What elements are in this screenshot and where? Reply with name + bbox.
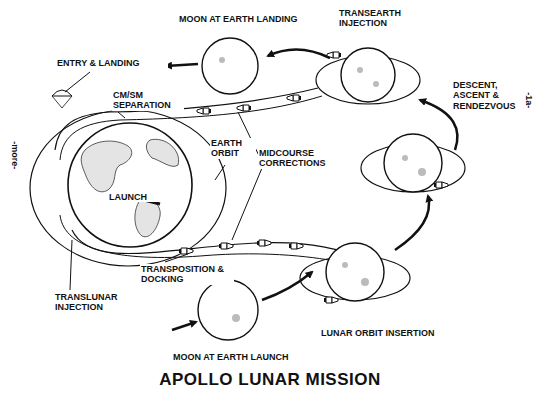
phase-label: CM/SM SEPARATION bbox=[112, 90, 184, 111]
phase-label: TRANSPOSITION & DOCKING bbox=[140, 264, 234, 285]
phase-label: EARTH ORBIT bbox=[210, 138, 256, 159]
phase-label: LAUNCH bbox=[108, 192, 160, 202]
phase-label: ENTRY & LANDING bbox=[56, 58, 168, 68]
phase-label: MIDCOURSE CORRECTIONS bbox=[258, 148, 342, 169]
page-marker: -1a- bbox=[524, 79, 534, 121]
phase-label: MOON AT EARTH LANDING bbox=[178, 14, 310, 24]
phase-label: DESCENT, ASCENT & RENDEZVOUS bbox=[452, 80, 526, 111]
phase-label: TRANSLUNAR INJECTION bbox=[54, 292, 130, 313]
page-marker: -more- bbox=[10, 132, 20, 178]
phase-label: TRANSEARTH INJECTION bbox=[338, 8, 414, 29]
phase-label: LUNAR ORBIT INSERTION bbox=[320, 328, 462, 338]
diagram-title: APOLLO LUNAR MISSION bbox=[0, 370, 540, 390]
phase-label: MOON AT EARTH LAUNCH bbox=[172, 352, 304, 362]
